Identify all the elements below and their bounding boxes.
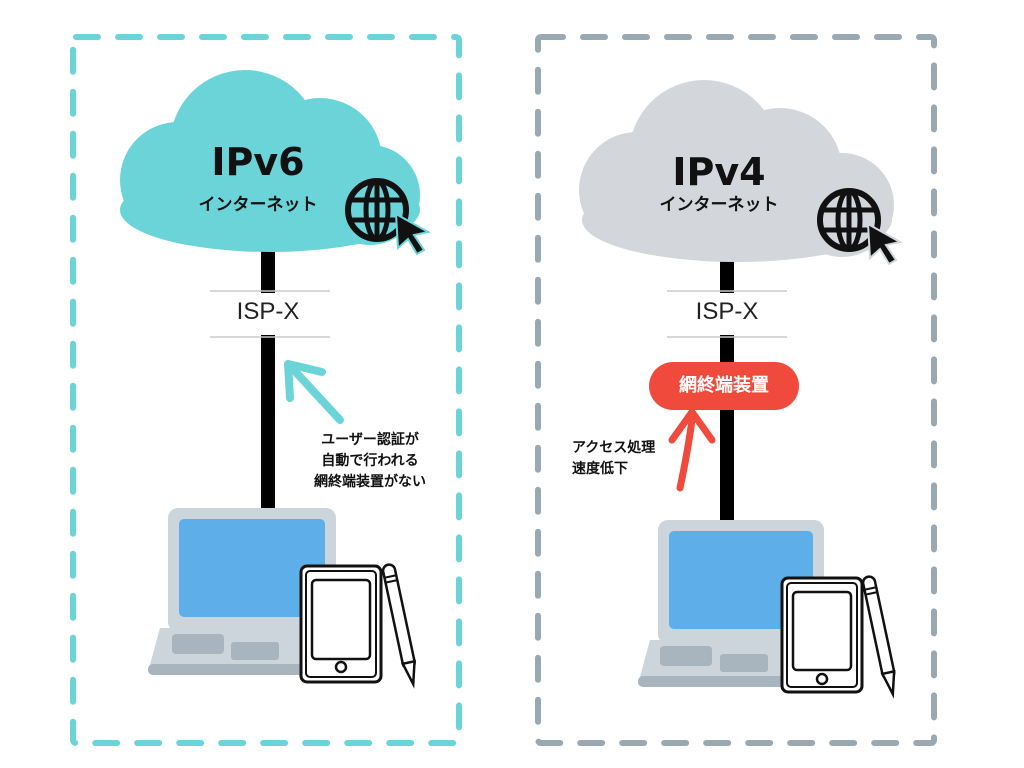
network-termination-badge: 網終端装置 (649, 362, 799, 410)
ipv6-isp-label: ISP-X (236, 298, 300, 325)
ipv6-isp-band (210, 290, 330, 338)
ipv6-note-line: ユーザー認証が (321, 432, 419, 448)
ipv6-note-line: 網終端装置がない (314, 474, 426, 490)
arrow-up-left-icon (284, 360, 344, 424)
ipv6-connection-line (261, 230, 275, 512)
arrow-up-icon (668, 408, 716, 492)
ipv6-cloud (120, 70, 420, 252)
ipv6-dashed-border (70, 34, 462, 746)
ipv6-note: ユーザー認証が 自動で行われる 網終端装置がない (300, 430, 440, 493)
globe-cursor-icon (345, 178, 431, 256)
ipv4-panel: IPv4 インターネット ISP-X 網終端装置 アクセス処理 速度低下 (512, 0, 1024, 768)
ipv4-note: アクセス処理 速度低下 (572, 438, 655, 480)
ipv6-panel-graphics (70, 34, 462, 746)
tablet-icon (299, 564, 383, 684)
ipv6-note-line: 自動で行われる (321, 453, 419, 469)
ipv4-cloud-subtitle: インターネット (659, 195, 779, 215)
ipv6-cloud-subtitle: インターネット (198, 195, 318, 215)
tablet-icon (780, 576, 864, 694)
globe-cursor-icon (817, 188, 903, 266)
ipv4-note-line: アクセス処理 (572, 440, 656, 456)
ipv4-note-line: 速度低下 (572, 461, 628, 477)
stylus-icon (861, 575, 896, 699)
stylus-icon (381, 563, 416, 689)
ipv4-isp-band (667, 290, 787, 338)
ipv4-cloud-title: IPv4 (672, 150, 766, 194)
ipv4-isp-label: ISP-X (695, 298, 759, 325)
ipv6-panel: IPv6 インターネット ISP-X ユーザー認証が 自動で行われる 網終端装置… (70, 34, 462, 746)
ipv6-cloud-title: IPv6 (211, 140, 305, 184)
